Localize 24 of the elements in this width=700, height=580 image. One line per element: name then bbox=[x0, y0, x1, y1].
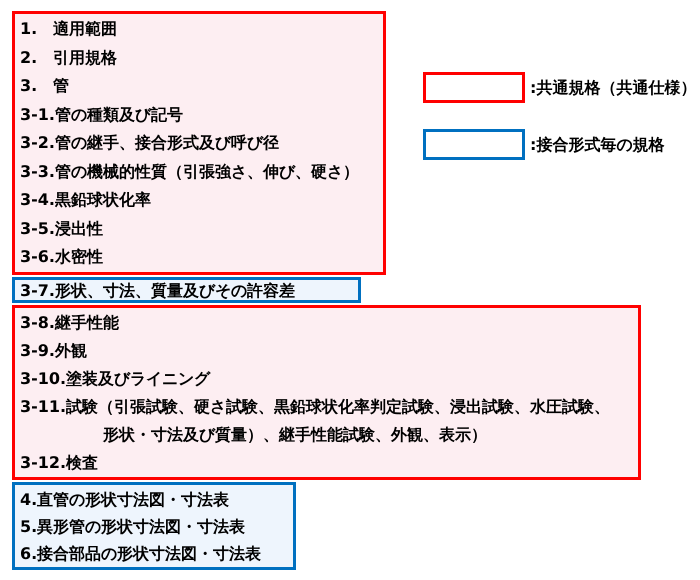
contents-item: 3. 管 bbox=[20, 75, 70, 97]
contents-item: 6.接合部品の形状寸法図・寸法表 bbox=[20, 543, 262, 565]
contents-item: 2. 引用規格 bbox=[20, 46, 118, 68]
contents-item: 3-11.試験（引張試験、硬さ試験、黒鉛球状化率判定試験、浸出試験、水圧試験、形状・寸法及び質量）、継手性能試験、外観、表示） bbox=[20, 396, 612, 446]
spec-group-panel bbox=[12, 277, 361, 303]
contents-item: 5.異形管の形状寸法図・寸法表 bbox=[20, 516, 246, 538]
spec-group-panel bbox=[12, 11, 386, 274]
contents-item: 3-5.浸出性 bbox=[20, 218, 103, 240]
legend-label: :接合形式毎の規格 bbox=[530, 135, 664, 155]
spec-group-panel bbox=[12, 305, 641, 480]
contents-item: 1. 適用範囲 bbox=[20, 18, 118, 40]
contents-item: 3-7.形状、寸法、質量及びその許容差 bbox=[20, 281, 295, 300]
contents-item: 3-4.黒鉛球状化率 bbox=[20, 189, 151, 211]
contents-item: 3-10.塗装及びライニング bbox=[20, 368, 212, 390]
contents-item: 3-9.外観 bbox=[20, 340, 88, 362]
spec-group-panel bbox=[12, 482, 296, 570]
contents-item: 3-1.管の種類及び記号 bbox=[20, 104, 183, 126]
contents-item: 3-3.管の機械的性質（引張強さ、伸び、硬さ） bbox=[20, 160, 359, 182]
contents-item: 3-8.継手性能 bbox=[20, 312, 120, 334]
legend-label: :共通規格（共通仕様） bbox=[530, 78, 696, 98]
contents-item: 3-6.水密性 bbox=[20, 246, 103, 268]
contents-item: 3-2.管の継手、接合形式及び呼び径 bbox=[20, 132, 279, 154]
contents-item: 3-12.検査 bbox=[20, 452, 100, 474]
contents-item: 4.直管の形状寸法図・寸法表 bbox=[20, 489, 230, 511]
